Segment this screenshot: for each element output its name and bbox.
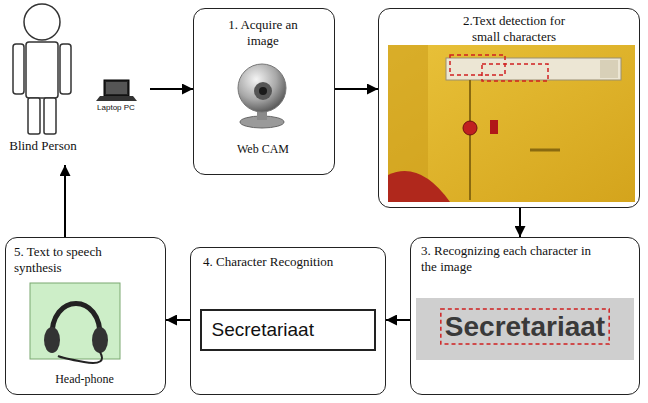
headphone-icon bbox=[30, 283, 120, 363]
node-title: 5. Text to speech synthesis bbox=[14, 244, 134, 275]
person-node: Laptop PC Blind Person bbox=[0, 0, 150, 165]
flow-arrow bbox=[64, 165, 66, 237]
scene-photo bbox=[388, 45, 635, 202]
flow-arrow bbox=[335, 88, 378, 90]
node-caption: Blind Person bbox=[0, 138, 86, 154]
process-box: 4. Character RecognitionSecretariaat bbox=[190, 247, 386, 395]
person-figure bbox=[13, 4, 71, 134]
node-title: Laptop PC bbox=[90, 103, 142, 113]
process-box: 1. Acquire an imageWeb CAM bbox=[193, 8, 335, 175]
node-caption: Head-phone bbox=[6, 372, 163, 386]
node-title: 3. Recognizing each character in the ima… bbox=[421, 243, 605, 274]
laptop-icon bbox=[96, 80, 137, 101]
node-title: 1. Acquire an image bbox=[227, 17, 299, 48]
flow-arrow bbox=[166, 319, 190, 321]
process-box: 2.Text detection for small characters bbox=[378, 8, 640, 208]
node-title: 4. Character Recognition bbox=[203, 254, 381, 270]
flow-arrow bbox=[150, 88, 193, 90]
node-title: Secretariaat bbox=[212, 319, 368, 342]
webcam-icon bbox=[238, 64, 286, 128]
word-image-text: Secretariaat bbox=[416, 311, 634, 343]
node-title: 2.Text detection for small characters bbox=[449, 13, 579, 44]
node-caption: Web CAM bbox=[194, 142, 332, 156]
result-box: Secretariaat bbox=[200, 309, 376, 351]
flow-arrow bbox=[386, 319, 410, 321]
flow-arrow bbox=[519, 208, 521, 237]
word-image bbox=[416, 298, 634, 360]
process-box: 5. Text to speech synthesisHead-phone bbox=[5, 237, 166, 395]
